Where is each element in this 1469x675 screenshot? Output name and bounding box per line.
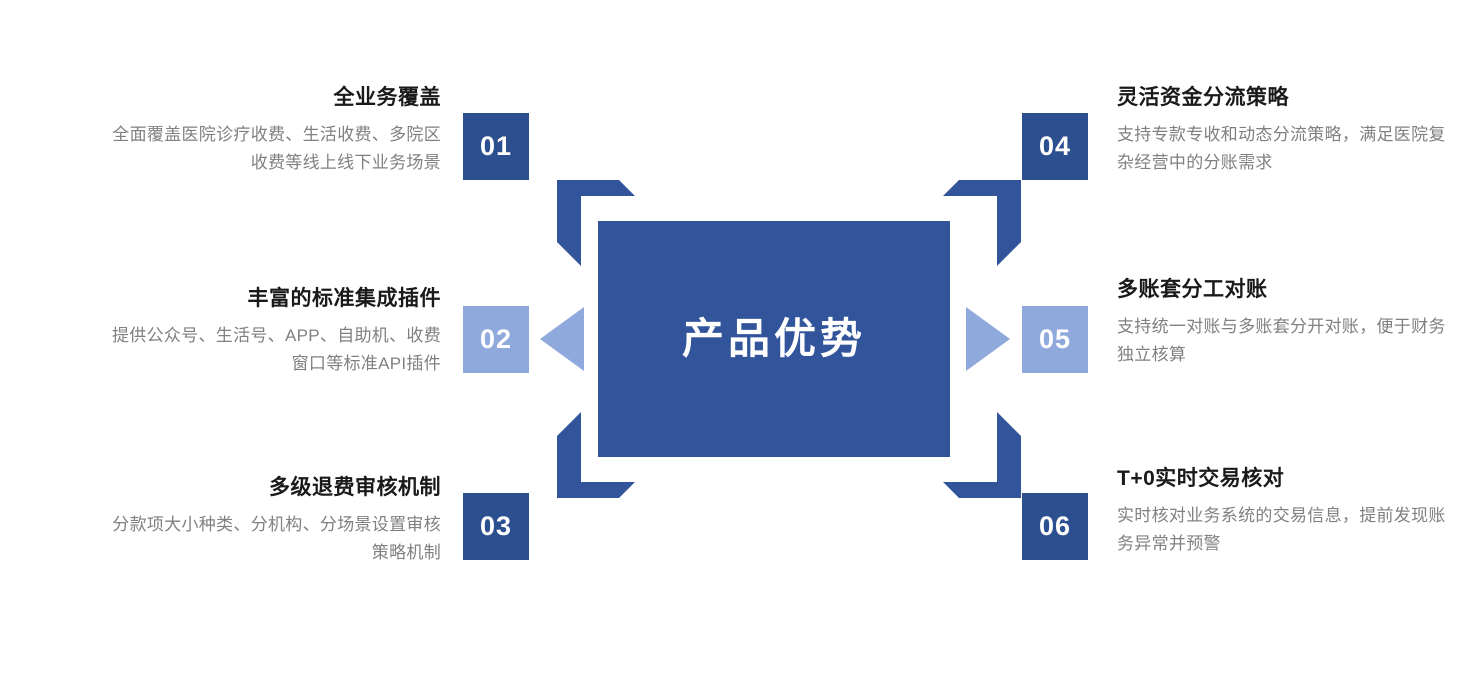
feature-desc-06: 实时核对业务系统的交易信息，提前发现账务异常并预警 <box>1117 506 1446 554</box>
triangle-arrow-right-icon <box>966 307 1010 371</box>
feature-block-04: 灵活资金分流策略 支持专款专收和动态分流策略，满足医院复杂经营中的分账需求 <box>1117 85 1462 177</box>
number-chip-02[interactable]: 02 <box>463 306 529 373</box>
elbow-arrow-up-left-icon <box>557 180 647 270</box>
feature-title-04: 灵活资金分流策略 <box>1117 86 1289 109</box>
center-hub-title: 产品优势 <box>681 315 866 362</box>
feature-block-01: 全业务覆盖 全面覆盖医院诊疗收费、生活收费、多院区收费等线上线下业务场景 <box>96 85 441 177</box>
feature-desc-02: 提供公众号、生活号、APP、自助机、收费窗口等标准API插件 <box>111 326 441 374</box>
number-chip-06[interactable]: 06 <box>1022 493 1088 560</box>
triangle-arrow-left-icon <box>540 307 584 371</box>
number-chip-01[interactable]: 01 <box>463 113 529 180</box>
number-chip-05[interactable]: 05 <box>1022 306 1088 373</box>
feature-block-06: T+0实时交易核对 实时核对业务系统的交易信息，提前发现账务异常并预警 <box>1117 466 1462 558</box>
number-chip-04[interactable]: 04 <box>1022 113 1088 180</box>
feature-block-05: 多账套分工对账 支持统一对账与多账套分开对账，便于财务独立核算 <box>1117 277 1462 369</box>
number-chip-03[interactable]: 03 <box>463 493 529 560</box>
feature-desc-05: 支持统一对账与多账套分开对账，便于财务独立核算 <box>1117 317 1446 365</box>
feature-desc-03: 分款项大小种类、分机构、分场景设置审核策略机制 <box>112 515 441 563</box>
feature-title-06: T+0实时交易核对 <box>1117 467 1285 490</box>
feature-desc-01: 全面覆盖医院诊疗收费、生活收费、多院区收费等线上线下业务场景 <box>112 125 441 173</box>
feature-desc-04: 支持专款专收和动态分流策略，满足医院复杂经营中的分账需求 <box>1117 125 1446 173</box>
elbow-arrow-down-left-icon <box>557 408 647 498</box>
elbow-arrow-up-right-icon <box>931 180 1021 270</box>
elbow-arrow-down-right-icon <box>931 408 1021 498</box>
feature-title-05: 多账套分工对账 <box>1117 278 1268 301</box>
center-hub: 产品优势 <box>598 221 950 457</box>
feature-title-03: 多级退费审核机制 <box>269 476 441 499</box>
feature-title-02: 丰富的标准集成插件 <box>247 287 441 310</box>
feature-title-01: 全业务覆盖 <box>333 86 441 109</box>
feature-block-02: 丰富的标准集成插件 提供公众号、生活号、APP、自助机、收费窗口等标准API插件 <box>96 286 441 378</box>
feature-block-03: 多级退费审核机制 分款项大小种类、分机构、分场景设置审核策略机制 <box>96 475 441 567</box>
